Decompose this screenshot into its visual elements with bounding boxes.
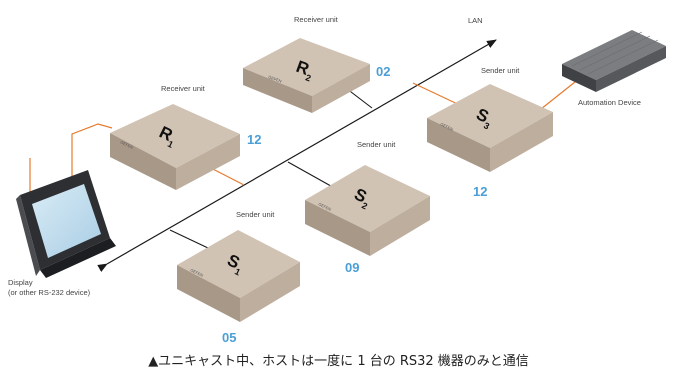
r2-caption: Receiver unit [294, 15, 339, 24]
receiver-unit-r1[interactable]: GEFEN R1 Receiver unit 12 [110, 84, 261, 190]
display-label: Display [8, 278, 33, 287]
s1-brand: GEFEN [190, 267, 205, 278]
sender-unit-s3[interactable]: GEFEN S3 Sender unit 12 [427, 66, 553, 199]
display-sublabel: (or other RS-232 device) [8, 288, 91, 297]
s3-brand: GEFEN [440, 121, 455, 132]
lan-line [97, 39, 497, 272]
s3-caption: Sender unit [481, 66, 520, 75]
s2-caption: Sender unit [357, 140, 396, 149]
s2-id: 09 [345, 260, 359, 275]
sender-unit-s2[interactable]: GEFEN S2 Sender unit 09 [305, 140, 430, 275]
r2-id: 02 [376, 64, 390, 79]
figure-caption: ▲ユニキャスト中、ホストは一度に 1 台の RS32 機器のみと通信 [148, 354, 529, 369]
s3-letter: S3 [472, 105, 496, 132]
display-device[interactable]: Display (or other RS-232 device) [8, 170, 116, 297]
automation-device[interactable]: Automation Device [562, 30, 666, 107]
s1-id: 05 [222, 330, 236, 345]
lan-label: LAN [468, 16, 483, 25]
r1-letter: R1 [155, 123, 180, 150]
r1-id: 12 [247, 132, 261, 147]
s3-automation-serial [535, 77, 581, 114]
s1-caption: Sender unit [236, 210, 275, 219]
s2-lan-link [287, 161, 339, 191]
s2-brand: GEFEN [318, 201, 333, 212]
r2-brand: GEFEN [268, 74, 283, 83]
sender-unit-s1[interactable]: GEFEN S1 Sender unit 05 [177, 210, 300, 345]
receiver-unit-r2[interactable]: GEFEN R2 Receiver unit 02 [243, 15, 390, 113]
s1-lan-link [169, 229, 209, 249]
automation-device-label: Automation Device [578, 98, 641, 107]
display-screen [32, 184, 101, 258]
s3-id: 12 [473, 184, 487, 199]
r1-caption: Receiver unit [161, 84, 206, 93]
s2-letter: S2 [350, 185, 374, 212]
r2-letter: R2 [293, 57, 317, 84]
s1-letter: S1 [223, 251, 247, 278]
r1-brand: GEFEN [120, 139, 135, 150]
